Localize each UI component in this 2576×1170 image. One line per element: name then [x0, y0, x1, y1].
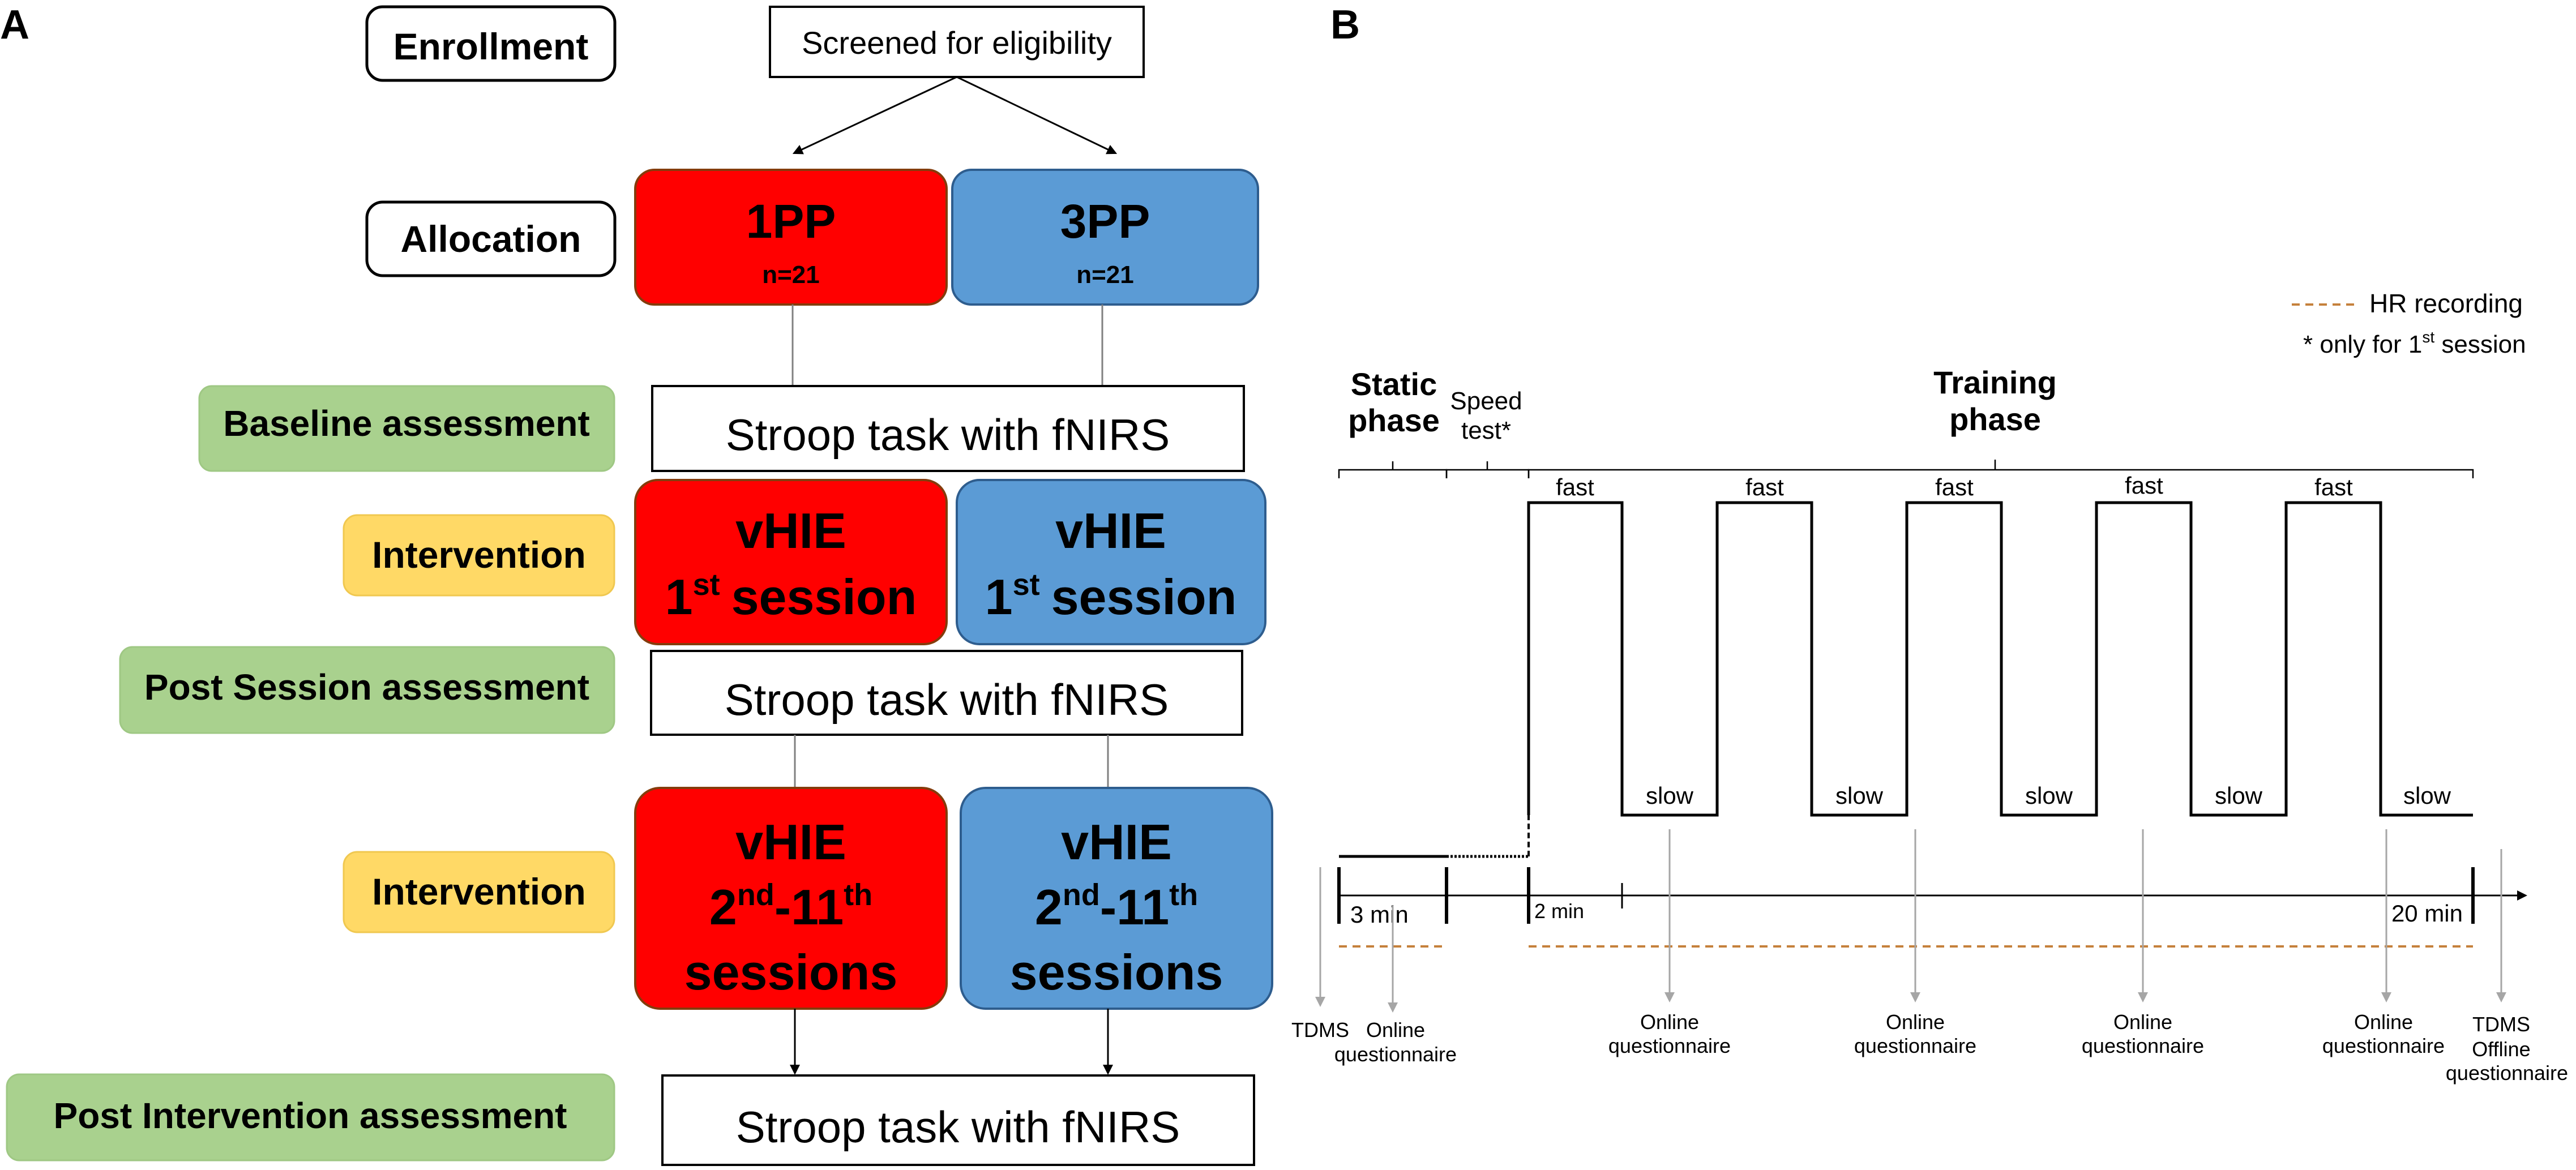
- post-intervention-label: Post Intervention assessment: [54, 1095, 567, 1136]
- slow-label-4: slow: [2215, 782, 2263, 809]
- slow-label-1: slow: [1646, 782, 1694, 809]
- baseline-label-box: [198, 385, 615, 472]
- slow-label-5: slow: [2403, 782, 2451, 809]
- vhie1-3pp-box: [956, 479, 1266, 645]
- time-label-2min: 2 min: [1534, 899, 1584, 923]
- speed-test-label-1: Speed: [1450, 387, 1522, 415]
- online-2-label-1: Online: [1886, 1010, 1945, 1034]
- group-1pp-name: 1PP: [746, 195, 836, 248]
- panel-b-letter: B: [1330, 2, 1360, 48]
- post-intervention-label-box: [6, 1073, 615, 1162]
- intervention2-label: Intervention: [372, 871, 586, 912]
- vhie2-3pp-word: sessions: [1010, 944, 1223, 1000]
- offline-label-2: questionnaire: [2446, 1061, 2568, 1085]
- stroop-text-post-session: Stroop task with fNIRS: [725, 675, 1169, 725]
- online-4-label-1: Online: [2354, 1010, 2413, 1034]
- enrollment-label-box: [365, 5, 617, 82]
- vhie1-1pp-title: vHIE: [735, 503, 846, 559]
- group-3pp-n: n=21: [1076, 261, 1134, 289]
- stroop-text-baseline: Stroop task with fNIRS: [726, 410, 1170, 460]
- online-4-label-2: questionnaire: [2322, 1034, 2445, 1057]
- intervention1-label-box: [343, 514, 615, 597]
- training-phase-label-1: Training: [1933, 365, 2057, 400]
- legend-note: * only for 1st session: [2303, 328, 2526, 358]
- group-3pp-name: 3PP: [1060, 195, 1150, 248]
- baseline-label: Baseline assessment: [223, 403, 590, 444]
- fast-label-3: fast: [1935, 474, 1974, 500]
- allocation-label: Allocation: [400, 218, 581, 260]
- online-static-label-2: questionnaire: [1334, 1043, 1457, 1066]
- vhie2-1pp-word: sessions: [684, 944, 898, 1000]
- screened-text: Screened for eligibility: [802, 25, 1112, 61]
- online-3-label-2: questionnaire: [2082, 1034, 2204, 1057]
- intervention2-label-box: [343, 851, 615, 933]
- fast-label-2: fast: [1745, 474, 1784, 500]
- static-phase-label-2: phase: [1348, 402, 1440, 438]
- panel-a: A Enrollment Screened for eligibility Al…: [0, 2, 1273, 1166]
- interval-profile: [1527, 501, 2473, 817]
- stroop-box-baseline: [651, 385, 1245, 472]
- speed-test-brace: [1445, 461, 1530, 478]
- stroop-box-post-intervention: [661, 1074, 1255, 1166]
- vhie2-1pp-range: 2nd-11th: [709, 878, 872, 935]
- online-1-label-1: Online: [1640, 1010, 1699, 1034]
- stroop-text-post-intervention: Stroop task with fNIRS: [736, 1102, 1180, 1152]
- stroop-box-post-session: [650, 650, 1243, 736]
- slow-label-3: slow: [2025, 782, 2073, 809]
- static-phase-label-1: Static: [1351, 366, 1437, 402]
- arrow-to-3pp: [956, 76, 1118, 155]
- tdms-label-end: TDMS: [2472, 1013, 2530, 1036]
- fast-label-1: fast: [1556, 474, 1594, 500]
- online-3-label-1: Online: [2113, 1010, 2172, 1034]
- intervention1-label: Intervention: [372, 534, 586, 576]
- tdms-label-start: TDMS: [1291, 1018, 1349, 1042]
- slow-label-2: slow: [1835, 782, 1884, 809]
- fast-label-5: fast: [2314, 474, 2353, 500]
- vhie2-1pp-box: [634, 787, 948, 1010]
- vhie2-3pp-box: [960, 787, 1273, 1010]
- online-2-label-2: questionnaire: [1854, 1034, 1976, 1057]
- post-session-label: Post Session assessment: [144, 667, 589, 708]
- post-session-label-box: [119, 646, 615, 734]
- allocation-label-box: [365, 200, 617, 277]
- panel-b: B HR recording * only for 1st session St…: [1291, 2, 2568, 1085]
- vhie2-1pp-title: vHIE: [735, 814, 846, 870]
- fast-label-4: fast: [2125, 472, 2163, 499]
- training-phase-brace: [1527, 460, 2474, 478]
- online-static-label-1: Online: [1366, 1018, 1425, 1042]
- group-3pp-box: [951, 169, 1259, 306]
- offline-label-1: Offline: [2472, 1038, 2530, 1061]
- panel-a-letter: A: [0, 2, 29, 48]
- legend-hr-text: HR recording: [2369, 289, 2523, 318]
- vhie2-3pp-range: 2nd-11th: [1035, 878, 1198, 935]
- arrow-to-1pp: [792, 76, 957, 155]
- vhie2-3pp-title: vHIE: [1061, 814, 1172, 870]
- group-1pp-n: n=21: [762, 261, 820, 289]
- time-label-20min: 20 min: [2391, 900, 2463, 927]
- static-phase-brace: [1338, 461, 1448, 478]
- group-1pp-box: [634, 169, 948, 306]
- enrollment-label: Enrollment: [393, 25, 589, 67]
- vhie1-1pp-box: [634, 479, 948, 645]
- online-1-label-2: questionnaire: [1608, 1034, 1731, 1057]
- screened-box: [769, 6, 1145, 78]
- vhie1-3pp-title: vHIE: [1055, 503, 1166, 559]
- speed-test-label-2: test*: [1461, 417, 1511, 444]
- training-phase-label-2: phase: [1949, 401, 2041, 437]
- time-label-3min: 3 min: [1350, 901, 1409, 928]
